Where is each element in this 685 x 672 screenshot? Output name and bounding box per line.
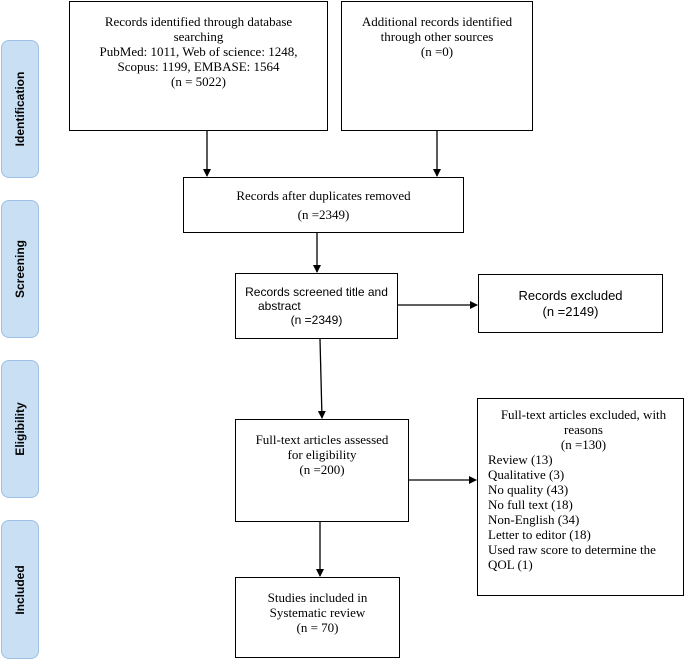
after-duplicates-line: (n =2349) (297, 207, 350, 222)
exclusion-reason: Used raw score to determine the (488, 542, 656, 557)
database-records-line: searching (173, 29, 224, 44)
included-studies-line: (n = 70) (296, 620, 339, 635)
after-duplicates-line: Records after duplicates removed (236, 188, 411, 203)
exclusion-reason: Qualitative (3) (488, 467, 565, 482)
other-records-line: (n =0) (420, 44, 454, 59)
box-included-studies: Studies included in Systematic review (n… (235, 577, 400, 658)
database-records-line: Scopus: 1199, EMBASE: 1564 (117, 59, 280, 74)
database-records-line: PubMed: 1011, Web of science: 1248, (99, 44, 298, 59)
fulltext-excluded-header: reasons (564, 422, 603, 437)
phase-identification: Identification (1, 40, 39, 178)
fulltext-assessed-line: Full-text articles assessed (255, 432, 389, 447)
included-studies-line: Studies included in (267, 590, 368, 605)
records-excluded-line: (n =2149) (542, 304, 599, 319)
screened-line: Records screened title and (245, 285, 388, 299)
arrow-screened-to-fulltext (317, 338, 326, 419)
database-records-line: (n = 5022) (171, 74, 226, 89)
box-fulltext-assessed: Full-text articles assessed for eligibil… (235, 419, 409, 522)
screened-line: abstract (258, 299, 301, 313)
phase-included: Included (1, 520, 39, 659)
phase-eligibility: Eligibility (1, 360, 39, 498)
fulltext-excluded-header: Full-text articles excluded, with (500, 407, 667, 422)
exclusion-reason: Review (13) (488, 452, 553, 467)
included-studies-line: Systematic review (269, 605, 366, 620)
box-other-records: Additional records identified through ot… (341, 1, 533, 131)
other-records-line: through other sources (380, 29, 494, 44)
exclusion-reason: QOL (1) (488, 557, 533, 572)
records-excluded-line: Records excluded (518, 288, 623, 303)
box-fulltext-excluded: Full-text articles excluded, with reason… (477, 398, 684, 596)
exclusion-reason: No full text (18) (488, 497, 573, 512)
exclusion-reason: Letter to editor (18) (488, 527, 591, 542)
phase-screening: Screening (1, 200, 39, 338)
database-records-line: Records identified through database (104, 14, 293, 29)
exclusion-reason: Non-English (34) (488, 512, 580, 527)
fulltext-assessed-line: for eligibility (287, 447, 357, 462)
screened-line: (n =2349) (290, 313, 343, 327)
box-database-records: Records identified through database sear… (69, 1, 328, 131)
fulltext-assessed-line: (n =200) (299, 462, 345, 477)
box-records-excluded: Records excluded (n =2149) (478, 274, 663, 333)
fulltext-excluded-header: (n =130) (560, 437, 607, 452)
exclusion-reason: No quality (43) (488, 482, 569, 497)
other-records-line: Additional records identified (361, 14, 513, 29)
box-after-duplicates: Records after duplicates removed (n =234… (183, 177, 464, 233)
box-screened: Records screened title and abstract (n =… (235, 273, 398, 339)
